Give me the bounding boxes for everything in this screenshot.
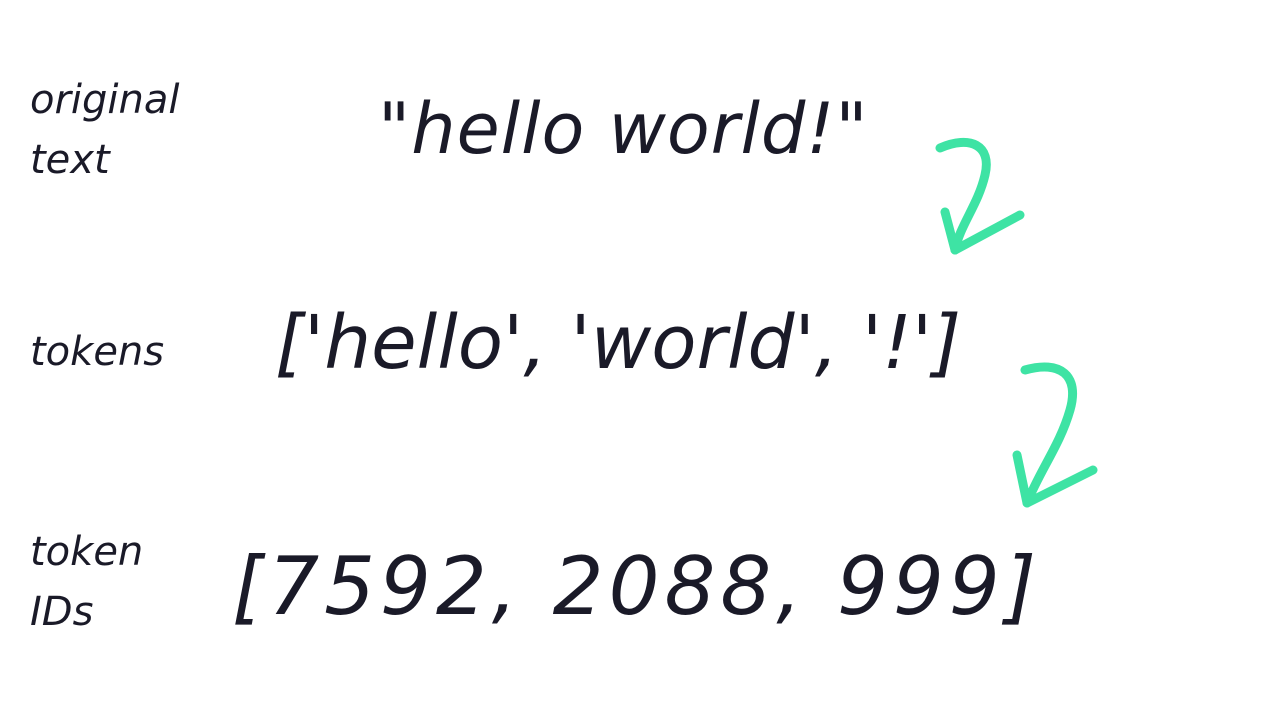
step-value-token-ids: [7592, 2088, 999] (232, 540, 1042, 633)
step-label-token-ids: token IDs (30, 529, 144, 635)
arrow-down-icon (1012, 362, 1098, 508)
step-label-original-text: original text (30, 77, 180, 183)
step-value-tokens: ['hello', 'world', '!'] (275, 300, 962, 386)
step-label-tokens: tokens (30, 329, 165, 375)
arrow-down-icon (935, 137, 1025, 255)
step-value-original-text: "hello world!" (378, 88, 869, 170)
